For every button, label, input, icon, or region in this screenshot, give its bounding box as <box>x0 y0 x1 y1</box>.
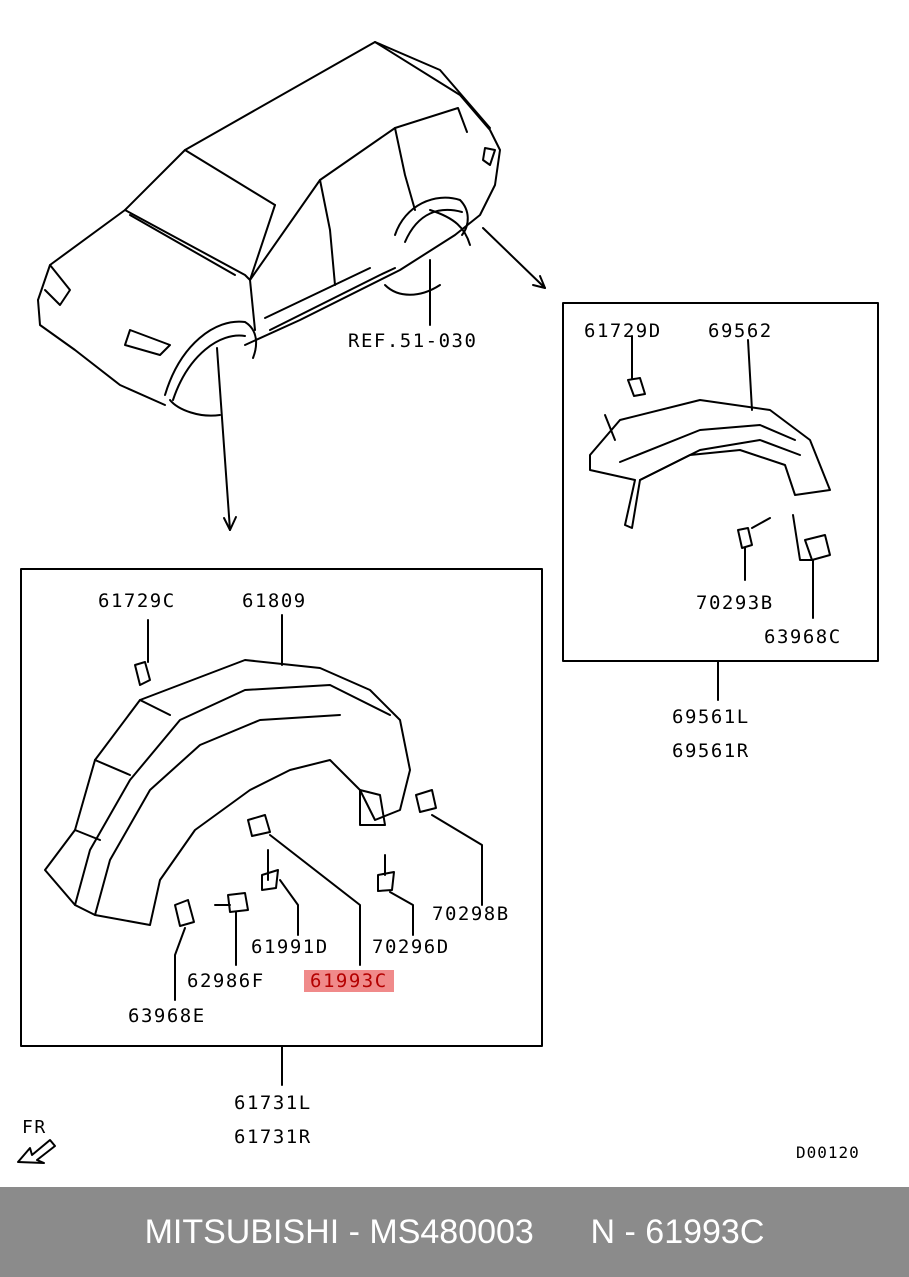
footer-oem-number: N - 61993C <box>590 1212 765 1251</box>
highlighted-part-number-61993c[interactable]: 61993C <box>304 970 394 992</box>
part-number-70293b[interactable]: 70293B <box>696 592 774 614</box>
footer-brand-part: MITSUBISHI - MS480003 <box>144 1212 534 1251</box>
part-number-61731r[interactable]: 61731R <box>234 1126 312 1148</box>
part-number-63968c[interactable]: 63968C <box>764 626 842 648</box>
part-number-69561r[interactable]: 69561R <box>672 740 750 762</box>
ref-label: REF.51-030 <box>348 330 478 352</box>
part-number-70296d[interactable]: 70296D <box>372 936 450 958</box>
diagram-code: D00120 <box>796 1143 860 1162</box>
part-number-63968e[interactable]: 63968E <box>128 1005 206 1027</box>
part-number-61991d[interactable]: 61991D <box>251 936 329 958</box>
part-number-61809[interactable]: 61809 <box>242 590 307 612</box>
vehicle-outline <box>37 41 501 417</box>
part-footer-bar: MITSUBISHI - MS480003 N - 61993C <box>0 1187 909 1277</box>
parts-diagram <box>17 41 879 1164</box>
part-number-61729c[interactable]: 61729C <box>98 590 176 612</box>
part-number-70298b[interactable]: 70298B <box>432 903 510 925</box>
part-number-61731l[interactable]: 61731L <box>234 1092 312 1114</box>
part-number-61729d[interactable]: 61729D <box>584 320 662 342</box>
part-number-69562[interactable]: 69562 <box>708 320 773 342</box>
front-liner-inset <box>20 568 543 1086</box>
part-number-69561l[interactable]: 69561L <box>672 706 750 728</box>
rear-liner-inset <box>562 302 879 701</box>
callout-arrows <box>216 227 546 531</box>
front-direction-label: FR <box>22 1117 47 1138</box>
front-direction-arrow-icon <box>17 1139 56 1164</box>
part-number-62986f[interactable]: 62986F <box>187 970 265 992</box>
